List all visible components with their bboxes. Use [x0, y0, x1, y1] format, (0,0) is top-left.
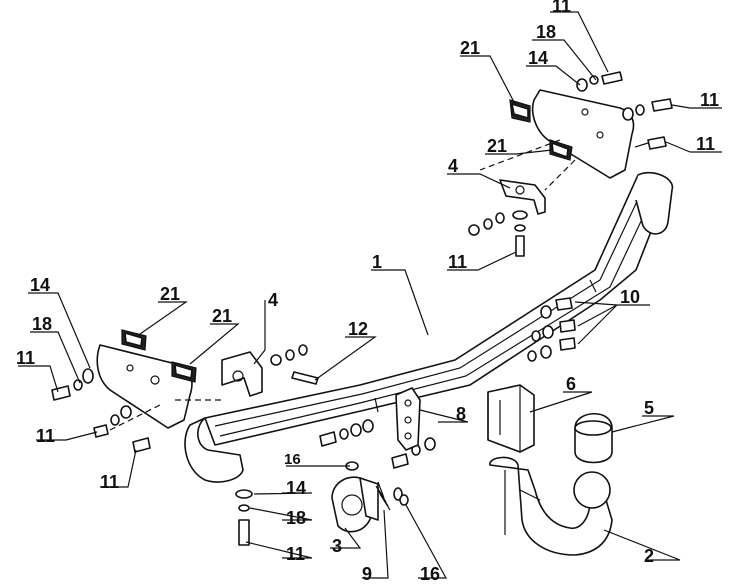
label-1: 1	[372, 252, 382, 272]
spring-part-9	[375, 481, 409, 511]
label-11-left-mid: 11	[36, 426, 55, 446]
mount-plate-part-8	[395, 387, 421, 451]
label-3: 3	[332, 536, 342, 556]
label-14-left: 14	[30, 275, 50, 295]
ball-cover-part-5	[574, 413, 613, 464]
label-21-left-b: 21	[212, 306, 232, 326]
label-2: 2	[644, 546, 654, 566]
label-8: 8	[456, 404, 466, 424]
crossbar-part-1	[184, 171, 674, 483]
label-18-left: 18	[32, 314, 52, 334]
label-11-left-top: 11	[16, 348, 35, 368]
label-10: 10	[620, 287, 640, 307]
label-21-left-a: 21	[160, 284, 180, 304]
label-11-right-upper: 11	[700, 90, 719, 110]
label-11-center: 11	[448, 252, 467, 272]
tow-ball-neck-part-2	[489, 456, 613, 556]
clip-part-21-b	[549, 139, 573, 161]
label-12: 12	[348, 319, 368, 339]
label-5: 5	[644, 398, 654, 418]
label-11-top: 11	[552, 0, 571, 16]
label-9: 9	[362, 564, 372, 584]
label-16-upper: 16	[284, 451, 301, 468]
label-4-lower: 4	[268, 290, 278, 310]
clip-part-21-c	[121, 329, 147, 351]
label-14-top: 14	[528, 48, 548, 68]
fasteners	[51, 71, 673, 546]
mount-bracket-part-4-upper	[499, 179, 546, 215]
label-6: 6	[566, 374, 576, 394]
socket-housing-part-6	[487, 384, 535, 453]
label-11-right-lower: 11	[696, 134, 715, 154]
leader-lines	[18, 11, 722, 579]
label-18-top: 18	[536, 22, 556, 42]
label-11-bottom: 11	[286, 544, 305, 564]
label-14-bottom: 14	[286, 478, 306, 498]
label-11-left-low: 11	[100, 472, 119, 492]
label-21-top: 21	[460, 38, 480, 58]
socket-plate-part-3	[331, 476, 379, 533]
label-16-lower: 16	[420, 564, 440, 584]
label-21-mid: 21	[487, 136, 507, 156]
label-4-upper: 4	[448, 156, 458, 176]
mount-bracket-part-4-lower	[221, 351, 263, 397]
label-18-bottom: 18	[286, 508, 306, 528]
clip-part-21-a	[509, 99, 531, 123]
part-labels: 11 18 14 21 11 11 21 4 11 1 10 14 18 11 …	[16, 0, 719, 584]
clip-part-21-d	[171, 361, 197, 383]
